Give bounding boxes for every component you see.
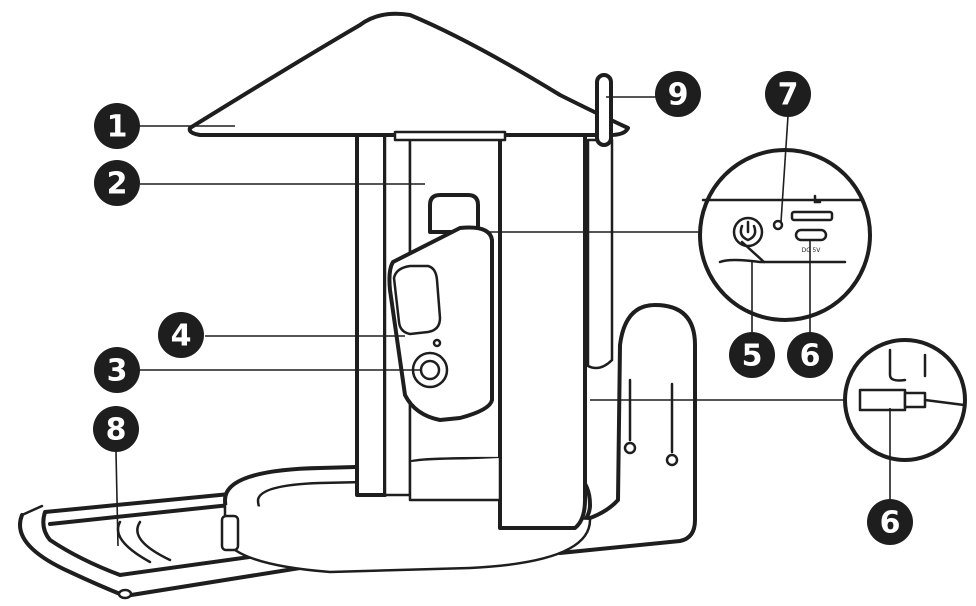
svg-text:6: 6 [800,339,821,374]
svg-text:9: 9 [668,78,689,113]
svg-text:4: 4 [171,319,192,354]
badge-3: 3 [94,347,140,393]
badge-6-port: 6 [787,332,833,378]
svg-text:7: 7 [778,78,799,113]
port-text: DC 5V [802,247,822,254]
badge-2: 2 [94,160,140,206]
callout-lines [115,96,891,547]
port-detail-inset: DC 5V [698,148,872,322]
badge-1: 1 [94,103,140,149]
svg-text:2: 2 [107,167,128,202]
badge-6-cable: 6 [867,499,913,545]
badge-9: 9 [655,71,701,117]
svg-text:3: 3 [107,354,128,389]
camera-unit [387,193,494,422]
svg-text:6: 6 [880,506,901,541]
badge-4: 4 [158,312,204,358]
svg-text:1: 1 [107,110,128,145]
extendable-perch-tray [18,492,302,600]
badge-7: 7 [765,71,811,117]
seed-tray-base [220,460,592,574]
svg-text:8: 8 [106,413,127,448]
antenna [595,73,613,147]
wall-bracket [558,303,697,555]
roof [187,11,630,142]
badge-8: 8 [93,406,139,452]
cable-detail-inset [843,338,967,462]
badge-5: 5 [729,332,775,378]
svg-text:5: 5 [742,339,763,374]
